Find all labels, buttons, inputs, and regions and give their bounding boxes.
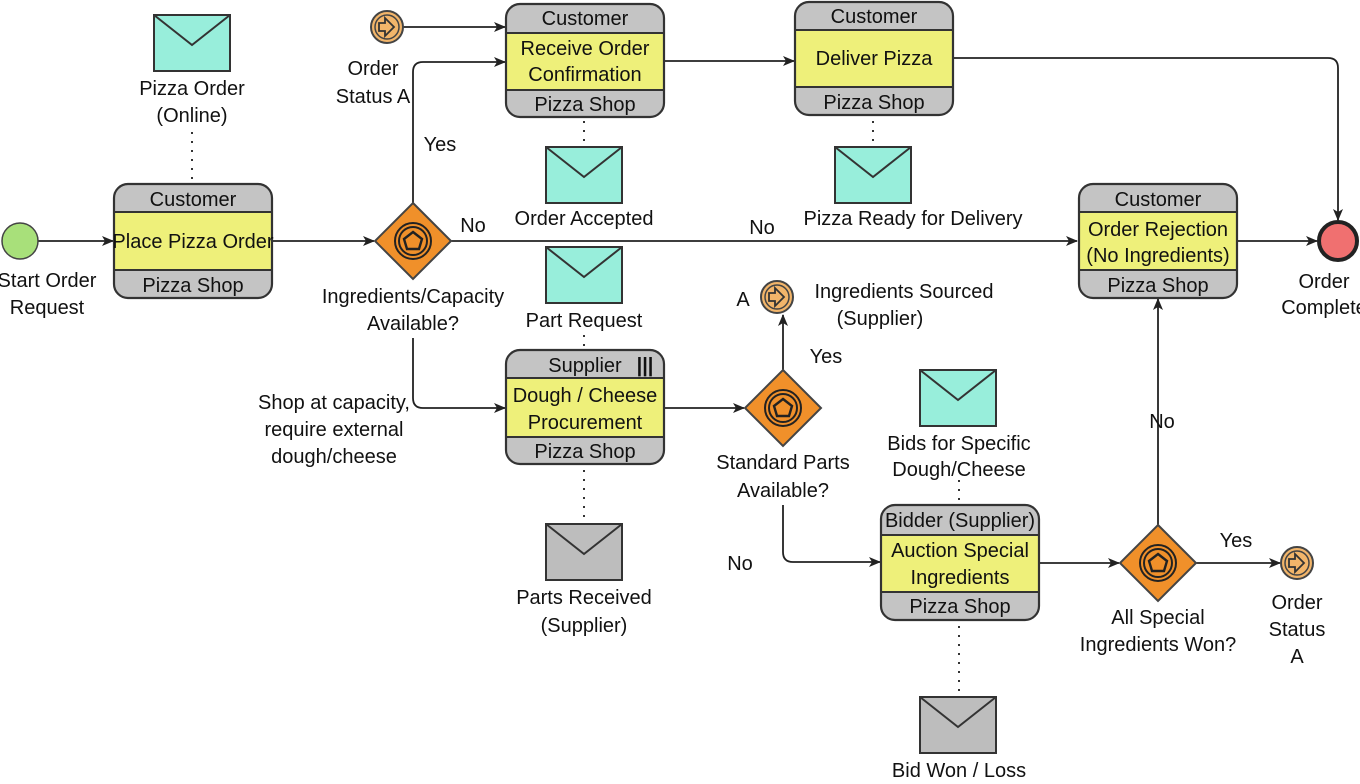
flow-label-no: No [1149, 411, 1175, 433]
flow-label-capacity-3: dough/cheese [271, 446, 397, 468]
event-order-status-a-right[interactable]: Order Status A [1269, 546, 1326, 668]
envelope-icon [545, 246, 623, 304]
event-label-2: Status A [336, 86, 411, 108]
event-ingredients-sourced[interactable]: A Ingredients Sourced (Supplier) [736, 280, 994, 330]
participant-top: Customer [542, 8, 629, 30]
message-part-request[interactable]: Part Request [526, 246, 643, 332]
event-label: Order [347, 58, 398, 80]
task-auction-special-ingredients[interactable]: Bidder (Supplier) Auction Special Ingred… [879, 503, 1041, 622]
gateway-label-2: Ingredients Won? [1080, 634, 1236, 656]
message-label: Pizza Order [139, 78, 245, 100]
message-associations [191, 121, 960, 695]
message-order-accepted[interactable]: Order Accepted [515, 146, 654, 230]
participant-top: Customer [831, 6, 918, 28]
gateway-label: Ingredients/Capacity [322, 286, 504, 308]
link-event-icon [370, 10, 404, 44]
participant-bottom: Pizza Shop [1107, 275, 1208, 297]
message-label: Bid Won / Loss [892, 760, 1026, 782]
participant-top: Customer [150, 189, 237, 211]
message-pizza-order[interactable]: Pizza Order (Online) [139, 14, 245, 127]
event-label-2: (Supplier) [837, 308, 924, 330]
task-name: Deliver Pizza [816, 48, 934, 70]
participant-top: Bidder (Supplier) [885, 510, 1035, 532]
task-name: Auction Special [891, 540, 1029, 562]
participant-top: Customer [1115, 189, 1202, 211]
participant-top: Supplier [548, 355, 622, 377]
task-name: Order Rejection [1088, 219, 1228, 241]
task-name-2: Ingredients [911, 567, 1010, 589]
start-label-2: Request [10, 297, 85, 319]
link-event-icon [760, 280, 794, 314]
gateway-label-2: Available? [367, 313, 459, 335]
link-label: A [736, 289, 750, 311]
end-event[interactable]: Order Complete [1281, 220, 1360, 319]
link-event-icon [1280, 546, 1314, 580]
message-label: Part Request [526, 310, 643, 332]
envelope-icon [545, 146, 623, 204]
participant-bottom: Pizza Shop [534, 441, 635, 463]
task-name: Dough / Cheese [513, 385, 658, 407]
participant-bottom: Pizza Shop [534, 94, 635, 116]
message-label: Pizza Ready for Delivery [804, 208, 1023, 230]
task-place-pizza-order[interactable]: Customer Place Pizza Order Pizza Shop [112, 182, 274, 300]
flow-label-yes: Yes [424, 134, 457, 156]
message-bids[interactable]: Bids for Specific Dough/Cheese [887, 369, 1031, 481]
gateway-standard-parts[interactable]: Standard Parts Available? [716, 368, 850, 502]
flow-label-yes: Yes [810, 346, 843, 368]
envelope-icon [153, 14, 231, 72]
task-deliver-pizza[interactable]: Customer Deliver Pizza Pizza Shop [793, 0, 955, 117]
gateway-label: Standard Parts [716, 452, 849, 474]
task-order-rejection[interactable]: Customer Order Rejection (No Ingredients… [1077, 182, 1239, 300]
event-based-gateway-icon [1118, 523, 1198, 603]
message-label-2: Dough/Cheese [892, 459, 1025, 481]
event-label: Order [1271, 592, 1322, 614]
participant-bottom: Pizza Shop [823, 92, 924, 114]
start-event[interactable]: Start Order Request [0, 222, 97, 319]
message-pizza-ready[interactable]: Pizza Ready for Delivery [804, 146, 1023, 230]
envelope-icon [919, 369, 997, 427]
event-label: Ingredients Sourced [814, 281, 993, 303]
envelope-icon [545, 523, 623, 581]
end-label-2: Complete [1281, 297, 1360, 319]
message-bid-won-loss[interactable]: Bid Won / Loss [892, 696, 1026, 782]
multi-instance-marker-icon: ||| [637, 355, 654, 377]
message-label: Bids for Specific [887, 433, 1030, 455]
task-name: Receive Order [521, 38, 650, 60]
task-name-2: (No Ingredients) [1086, 245, 1229, 267]
message-parts-received[interactable]: Parts Received (Supplier) [516, 523, 652, 637]
gateway-special-ingredients[interactable]: All Special Ingredients Won? [1080, 523, 1236, 656]
flow-label-no: No [727, 553, 753, 575]
envelope-icon [919, 696, 997, 754]
event-based-gateway-icon [373, 201, 453, 281]
message-label-2: (Supplier) [541, 615, 628, 637]
task-name: Place Pizza Order [112, 231, 274, 253]
message-label: Parts Received [516, 587, 652, 609]
gateway-label: All Special [1111, 607, 1204, 629]
start-label: Start Order [0, 270, 97, 292]
event-based-gateway-icon [743, 368, 823, 448]
event-label-2: Status [1269, 619, 1326, 641]
task-name-2: Procurement [528, 412, 643, 434]
end-label: Order [1298, 271, 1349, 293]
flow-labels: Yes No No Shop at capacity, require exte… [258, 134, 1252, 575]
task-receive-order-confirmation[interactable]: Customer Receive Order Confirmation Pizz… [504, 2, 666, 119]
flow-label-capacity-2: require external [265, 419, 404, 441]
message-label: Order Accepted [515, 208, 654, 230]
flow-label-capacity: Shop at capacity, [258, 392, 410, 414]
event-label-3: A [1290, 646, 1304, 668]
flow-label-no: No [749, 217, 775, 239]
message-label-2: (Online) [156, 105, 227, 127]
envelope-icon [834, 146, 912, 204]
participant-bottom: Pizza Shop [909, 596, 1010, 618]
task-name-2: Confirmation [528, 64, 641, 86]
flow-label-yes: Yes [1220, 530, 1253, 552]
event-order-status-a-top[interactable]: Order Status A [336, 10, 411, 108]
sequence-flows [38, 22, 1343, 568]
flow-label-no: No [460, 215, 486, 237]
gateway-label-2: Available? [737, 480, 829, 502]
task-dough-cheese-procurement[interactable]: Supplier Dough / Cheese Procurement ||| … [504, 348, 666, 466]
participant-bottom: Pizza Shop [142, 275, 243, 297]
gateway-ingredients-available[interactable]: Ingredients/Capacity Available? [322, 201, 504, 335]
